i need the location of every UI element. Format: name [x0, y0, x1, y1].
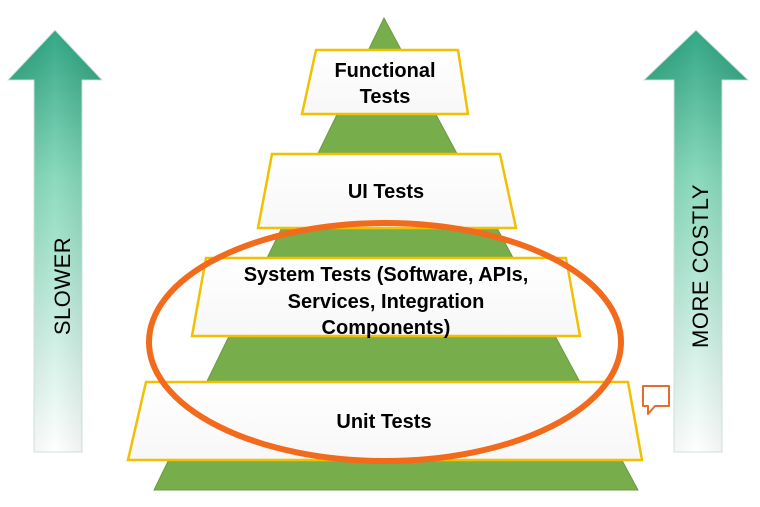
layer-system-line-3: Components) — [322, 317, 451, 339]
left-arrow — [6, 29, 104, 453]
layer-ui-line-1: UI Tests — [348, 181, 424, 203]
comment-icon[interactable] — [642, 385, 670, 415]
layer-unit-line-1: Unit Tests — [336, 411, 431, 433]
layer-system-line-1: System Tests (Software, APIs, — [244, 264, 529, 286]
pyramid-shape — [153, 16, 639, 491]
layer-functional: Functional Tests — [300, 48, 470, 116]
right-arrow-label: MORE COSTLY — [688, 184, 713, 348]
layer-ui: UI Tests — [256, 152, 518, 230]
left-arrow-label: SLOWER — [50, 237, 75, 335]
right-arrow — [642, 29, 750, 453]
highlight-ellipse — [146, 220, 624, 464]
layer-functional-line-2: Tests — [360, 86, 411, 108]
layer-functional-line-1: Functional — [334, 60, 435, 82]
layer-system: System Tests (Software, APIs, Services, … — [190, 256, 582, 339]
layer-system-line-2: Services, Integration — [288, 291, 485, 313]
